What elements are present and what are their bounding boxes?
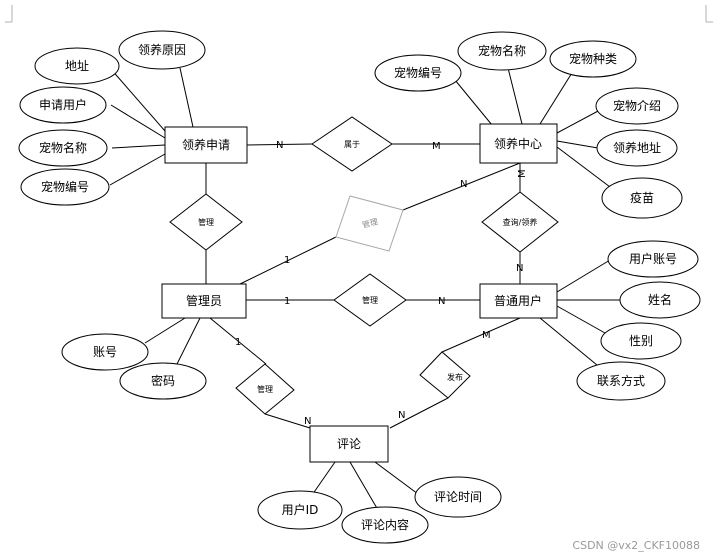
attribute-label: 宠物名称 [39, 140, 87, 155]
cardinality-admin-manage-user: 1 [284, 296, 290, 307]
attribute-label: 账号 [93, 345, 117, 359]
attribute-label: 宠物介绍 [613, 98, 661, 113]
entity-label: 领养申请 [182, 137, 230, 152]
attribute-address: 地址 [34, 47, 120, 85]
attribute-label: 用户账号 [629, 251, 677, 266]
attribute-label: 姓名 [648, 292, 672, 307]
attribute-user-account: 用户账号 [607, 240, 699, 278]
cardinality-app-belongs: N [276, 140, 283, 151]
attribute-comment-time: 评论时间 [414, 476, 502, 518]
entity-label: 评论 [337, 437, 361, 451]
attribute-vaccine: 疫苗 [601, 177, 683, 219]
relationship-label: 管理 [198, 217, 214, 227]
attribute-label: 宠物编号 [41, 179, 89, 194]
attribute-label: 密码 [151, 373, 175, 388]
attribute-label: 地址 [65, 59, 89, 73]
relationship-view-adopt: 查询/领养 [481, 191, 559, 253]
attribute-full-name: 姓名 [619, 281, 701, 319]
entity-comment: 评论 [309, 425, 389, 463]
relationship-manage-application: 管理 [169, 193, 243, 251]
entity-label: 领养中心 [494, 136, 542, 151]
attribute-label: 疫苗 [630, 190, 654, 205]
cardinality-admin-manage: 1 [284, 255, 290, 266]
cardinality-publish-user: M [482, 330, 491, 341]
entity-adoption-application: 领养申请 [164, 126, 248, 164]
attribute-pet-name: 宠物名称 [18, 129, 108, 167]
attribute-center-pet-name: 宠物名称 [457, 31, 547, 71]
attribute-label: 评论内容 [361, 517, 409, 532]
connector-lines [109, 67, 622, 511]
attribute-label: 宠物种类 [569, 51, 617, 66]
attribute-label: 宠物编号 [394, 65, 442, 80]
attribute-label: 领养地址 [613, 140, 661, 155]
relationship-label: 管理 [257, 384, 273, 394]
cardinality-comment-publish: N [398, 410, 405, 421]
attribute-label: 领养原因 [138, 42, 186, 57]
watermark: CSDN @vx2_CKF10088 [572, 539, 700, 552]
relationship-label: 属于 [344, 140, 360, 149]
attribute-comment-content: 评论内容 [341, 506, 429, 544]
cardinality-admin-manage-comment: 1 [235, 337, 241, 348]
relationship-manage-comment: 管理 [235, 363, 295, 415]
attribute-center-pet-id: 宠物编号 [374, 54, 462, 92]
attribute-adoption-address: 领养地址 [596, 129, 678, 167]
attribute-pet-id: 宠物编号 [20, 168, 110, 206]
attribute-user-id: 用户ID [257, 490, 343, 530]
attribute-pet-intro: 宠物介绍 [595, 87, 679, 125]
attribute-label: 评论时间 [434, 490, 482, 504]
attribute-contact: 联系方式 [576, 361, 666, 401]
relationship-publish: 发布 [419, 351, 471, 399]
entity-normal-user: 普通用户 [479, 283, 558, 319]
relationship-label: 管理 [362, 295, 378, 305]
attribute-adoption-reason: 领养原因 [118, 30, 206, 70]
attribute-applicant-user: 申请用户 [19, 86, 107, 124]
relationship-label: 发布 [447, 372, 463, 382]
entity-label: 普通用户 [494, 293, 542, 308]
cardinality-center-manage: N [460, 179, 467, 190]
corner-mark-top-right [705, 5, 713, 23]
attribute-gender: 性别 [600, 322, 682, 360]
entity-admin: 管理员 [161, 283, 247, 319]
attribute-pet-species: 宠物种类 [549, 40, 637, 78]
relationship-manage-center-faded: 管理 [335, 195, 404, 252]
attribute-account: 账号 [61, 333, 149, 371]
cardinality-manage-comment-comment: N [304, 416, 311, 427]
relationship-label: 查询/领养 [503, 217, 538, 227]
attribute-label: 申请用户 [39, 97, 87, 112]
cardinality-center-view: M [517, 169, 528, 178]
corner-mark-top-left [5, 5, 13, 23]
cardinality-labels: N M N 1 M N 1 N 1 N N M [235, 140, 528, 427]
cardinality-belongs-center: M [432, 141, 441, 152]
entity-label: 管理员 [186, 293, 222, 308]
attribute-password: 密码 [119, 362, 207, 400]
cardinality-view-user: N [516, 263, 523, 274]
attribute-label: 性别 [629, 334, 653, 348]
relationship-belongs-to: 属于 [311, 116, 393, 172]
attribute-label: 联系方式 [597, 373, 645, 388]
attribute-label: 用户ID [282, 502, 319, 517]
relationship-label: 管理 [361, 216, 379, 230]
attribute-label: 宠物名称 [478, 43, 526, 58]
cardinality-manage-user-user: N [438, 296, 445, 307]
relationship-manage-user: 管理 [333, 273, 407, 327]
entity-adoption-center: 领养中心 [479, 123, 558, 164]
